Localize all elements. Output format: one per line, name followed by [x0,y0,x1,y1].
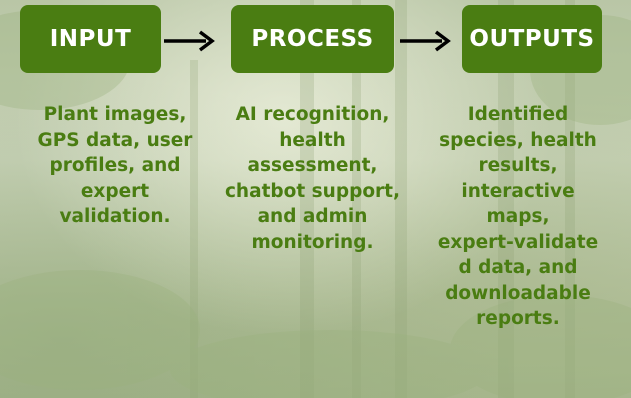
input-description: Plant images, GPS data, user profiles, a… [20,102,210,230]
process-description-line: monitoring. [251,231,374,253]
input-box: INPUT [20,5,161,73]
outputs-description-line: interactive [461,180,575,202]
process-description-line: chatbot support, [224,180,401,202]
outputs-description-line: maps, [486,206,550,227]
process-description-line: health [279,129,346,151]
outputs-description-line: species, health [439,129,597,151]
process-box-label: PROCESS [251,26,374,52]
process-box: PROCESS [231,5,394,73]
input-description-line: Plant images, [43,104,187,125]
arrow-right-icon [400,30,451,52]
outputs-description: Identified species, health results, inte… [418,102,618,332]
process-description-line: and admin [257,206,368,227]
process-description-line: AI recognition, [235,104,390,125]
input-description-line: expert [80,180,150,202]
process-description: AI recognition, health assessment, chatb… [205,102,420,255]
outputs-description-line: Identified [467,104,569,125]
outputs-description-line: reports. [476,308,560,329]
input-box-label: INPUT [49,26,132,52]
outputs-box-label: OUTPUTS [469,26,595,52]
outputs-description-line: downloadable [445,282,591,304]
input-description-line: profiles, and [49,155,181,176]
outputs-description-line: expert-validate [437,231,599,253]
outputs-description-line: d data, and [458,257,578,278]
outputs-description-line: results, [478,155,558,176]
outputs-box: OUTPUTS [462,5,602,73]
arrow-right-icon [164,30,215,52]
input-description-line: GPS data, user [37,129,193,151]
process-description-line: assessment, [247,155,378,176]
input-description-line: validation. [59,206,171,227]
